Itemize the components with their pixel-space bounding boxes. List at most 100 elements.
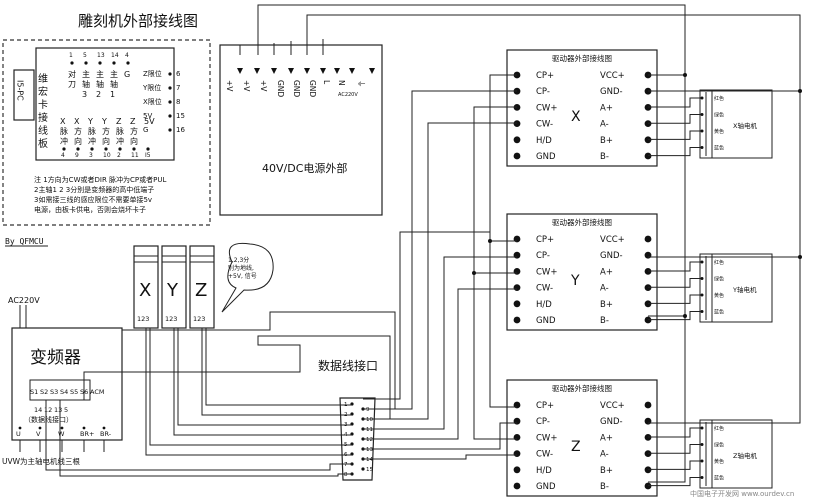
diagram-title: 雕刻机外部接线图 [78,12,198,30]
psu-terminal-arrow [271,68,277,74]
driver-right-label: B+ [600,300,613,310]
psu-terminal-label: +V [225,80,234,92]
driver-terminal-dot [513,120,521,127]
vfd-sub-label: （数据线接口） [24,415,73,424]
psu-terminal-label: GND [292,80,301,97]
vfd-terminal-label: S5 [70,388,78,396]
port-5v-line [363,231,490,400]
driver-y: 驱动器外部接线图YCP+CP-CW+CW-H/DGNDVCC+GND-A+A-B… [506,213,773,331]
axis-z-line [201,328,352,416]
psu-terminal-label: L [322,80,331,85]
card-bottom-func: 脉 [116,126,124,136]
driver-right-label: VCC+ [600,235,625,245]
driver-right-label: A- [600,450,609,460]
driver-terminal-dot [513,300,521,308]
card-bottom-func: X [60,117,66,126]
driver-terminal-dot [644,251,652,259]
card-bottom-func: 向 [74,136,82,146]
card-side-char: 板 [38,137,48,150]
vfd-output-label: BR- [100,430,112,438]
driver-left-label: CP+ [536,71,554,81]
driver-right-label: A+ [600,433,613,443]
card-pin-dot [90,147,94,151]
motor-wire-color: 红色 [714,259,724,266]
axis-card-number: 123 [165,315,177,323]
vfd-terminal-label: S1 [30,388,38,396]
driver-left-label: CP+ [536,235,554,245]
driver-left-label: CW- [536,450,553,460]
psu-terminal-arrow [320,68,326,74]
psu-terminal-arrow [288,68,294,74]
driver-x: 驱动器外部接线图XCP+CP-CW+CW-H/DGNDVCC+GND-A+A-B… [506,49,773,167]
driver-left-label: CP- [536,417,550,427]
motor-wire [648,97,700,108]
driver-right-label: VCC+ [600,71,625,81]
data-port-pin-left: 8 [344,472,348,478]
axis-card-number: 123 [137,315,149,323]
psu-terminal-label: AC220V [338,92,358,98]
axis-x-line [149,328,352,446]
card-top-func: 轴 [96,79,104,89]
data-port-pin-right: 15 [366,467,373,473]
junction-dot [683,314,687,318]
psu-terminal-label: GND [276,80,285,97]
card-bottom-func: 冲 [116,136,124,146]
y-pulse-line [363,256,517,430]
driver-left-label: CP- [536,251,550,261]
driver-left-label: H/D [536,466,552,476]
driver-title: 驱动器外部接线图 [552,383,612,393]
motor-wire-color: 红色 [714,425,724,432]
driver-terminal-dot [513,482,521,490]
card-limit-pin: 6 [176,70,181,78]
psu-terminal-arrow [304,68,310,74]
driver-right-label: A+ [600,103,613,113]
card-note-line: 电源，由板卡供电，否则会烧坏卡子 [34,205,146,214]
data-port-pin-right: 12 [366,437,373,443]
card-top-func: 对 [68,69,76,79]
axis-card-letter: Z [195,280,207,301]
driver-right-label: A- [600,284,609,294]
card-bottom-func: 5V [144,117,155,126]
driver-left-label: GND [536,316,556,326]
motor-pin-dot [700,476,704,479]
card-top-pin-number: 13 [97,52,105,59]
card-bottom-func: 方 [102,126,110,136]
driver-right-label: B+ [600,466,613,476]
z-pulse-line [363,422,517,450]
motor-wire-color: 红色 [714,95,724,102]
card-pin-dot [76,147,80,151]
pc-port [13,69,35,121]
card-limit-label: Y限位 [142,83,161,92]
driver-terminal-dot [513,466,521,474]
driver-left-label: CP+ [536,401,554,411]
author-label: By QFMCU [5,237,44,246]
driver-axis-letter: Y [570,273,580,289]
vfd-output-dot [82,426,86,430]
card-bottom-func: 方 [74,126,82,136]
card-note-line: 2主轴1 2 3分别是变频器的高中低端子 [34,185,154,194]
motor-wire-color: 绿色 [714,112,724,119]
vfd-output-dot [60,426,64,430]
psu-terminal-arrow [254,68,260,74]
driver-terminal-dot [644,235,652,243]
callout-bubble [221,242,274,313]
vfd-output-dot [18,426,22,430]
axis-card-letter: Y [166,280,179,301]
driver-title: 驱动器外部接线图 [552,217,612,227]
pc-label: I5-PC [16,80,25,101]
psu-terminal-label: GND [308,80,317,97]
card-pin-dot [168,72,172,76]
vfd-terminal-label: ACM [90,388,104,396]
driver-z: 驱动器外部接线图ZCP+CP-CW+CW-H/DGNDVCC+GND-A+A-B… [506,379,773,497]
card-bottom-pin-number: 3 [89,152,93,159]
junction-dot [798,89,802,93]
psu-terminal-arrow [369,68,375,74]
card-pin-dot [168,114,172,118]
axis-card-letter: X [139,280,151,301]
driver-left-label: CW+ [536,267,557,277]
psu-box [219,44,383,216]
motor-wire-color: 绿色 [714,276,724,283]
psu-terminal-label: N [337,80,346,86]
